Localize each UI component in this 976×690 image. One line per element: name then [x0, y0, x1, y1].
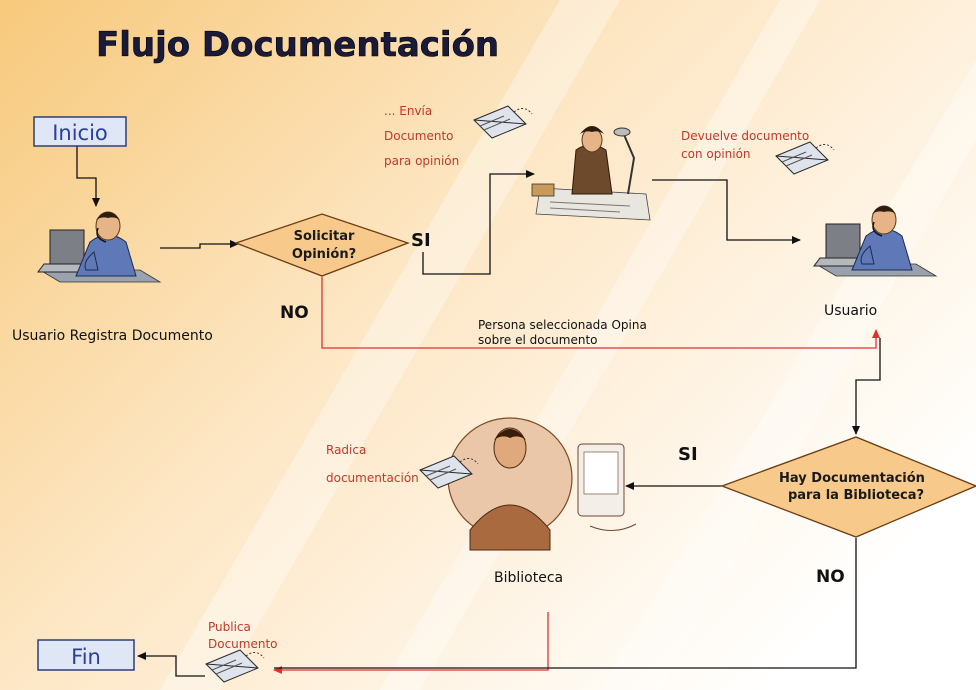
publica-annotation: Publica Documento: [208, 620, 278, 651]
arrow-si-to-reviewer: [422, 170, 535, 275]
arrow-publica-to-fin: [137, 652, 205, 677]
envia-line2: Documento: [384, 129, 454, 143]
arrow-no-to-publica: [274, 538, 857, 669]
fin-node: Fin: [37, 639, 135, 671]
arrow-reviewer-to-usuario: [652, 179, 801, 244]
decision1-line1: Solicitar: [294, 229, 355, 244]
arrow-no-to-usuario: [321, 277, 880, 349]
arrow-usuario-to-decision2: [852, 338, 881, 435]
fin-label: Fin: [71, 645, 101, 669]
publica-line2: Documento: [208, 637, 278, 651]
envia-annotation: ... Envía Documento para opinión: [384, 104, 459, 168]
decision1-line2: Opinión?: [292, 247, 356, 262]
decision2-line1: Hay Documentación: [779, 471, 925, 486]
arrow-biblioteca-to-publica: [273, 612, 549, 674]
decision2-line2: para la Biblioteca?: [788, 488, 924, 503]
usuario-label: Usuario: [824, 303, 877, 319]
devuelve-line2: con opinión: [681, 147, 751, 161]
reviewer-figure: [531, 126, 651, 221]
no-label-1: NO: [280, 303, 309, 323]
usuario-registra-label: Usuario Registra Documento: [12, 328, 213, 344]
radica-line1: Radica: [326, 443, 366, 457]
persona-opina-line2: sobre el documento: [478, 333, 598, 347]
biblioteca-label: Biblioteca: [494, 570, 563, 586]
envia-line3: para opinión: [384, 154, 459, 168]
arrow-inicio-to-user: [76, 146, 100, 207]
radica-line2: documentación: [326, 471, 419, 485]
envia-line1: ... Envía: [384, 104, 432, 118]
devuelve-line1: Devuelve documento: [681, 129, 809, 143]
connectors: [76, 146, 881, 677]
radica-annotation: Radica documentación: [326, 443, 419, 485]
biblioteca-figure: [447, 417, 637, 551]
persona-opina-line1: Persona seleccionada Opina: [478, 318, 647, 332]
no-label-2: NO: [816, 567, 845, 587]
persona-opina-annotation: Persona seleccionada Opina sobre el docu…: [478, 318, 647, 347]
si-label-1: SI: [411, 230, 431, 251]
inicio-label: Inicio: [52, 121, 108, 145]
inicio-node: Inicio: [33, 116, 127, 147]
publica-line1: Publica: [208, 620, 251, 634]
devuelve-annotation: Devuelve documento con opinión: [681, 129, 809, 161]
arrow-user-to-decision: [160, 240, 239, 249]
decision-solicitar-opinion: Solicitar Opinión?: [234, 213, 410, 277]
si-label-2: SI: [678, 444, 698, 465]
decision-hay-documentacion: Hay Documentación para la Biblioteca?: [720, 436, 976, 538]
page-title: Flujo Documentación: [96, 25, 499, 65]
